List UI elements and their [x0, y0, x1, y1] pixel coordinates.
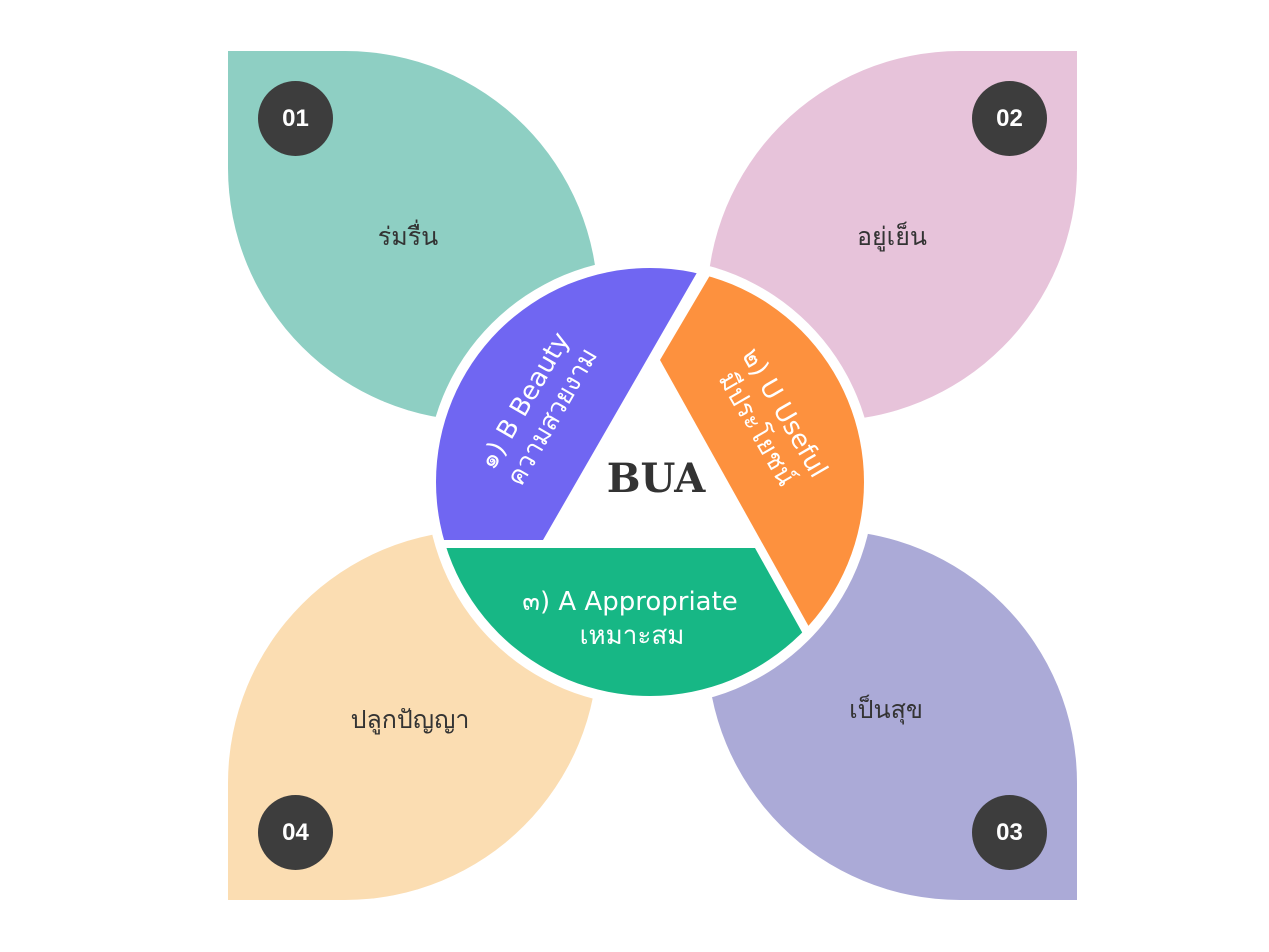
badge-03: 03 [972, 795, 1047, 870]
badge-02: 02 [972, 81, 1047, 156]
segment-appropriate-line1: ๓) A Appropriate [522, 587, 738, 617]
petal-label-03: เป็นสุข [849, 695, 923, 724]
petal-label-02: อยู่เย็น [857, 222, 927, 251]
petal-label-04: ปลูกปัญญา [350, 705, 470, 734]
badge-04: 04 [258, 795, 333, 870]
badge-01: 01 [258, 81, 333, 156]
petal-label-01: ร่มรื่น [377, 222, 439, 251]
segment-appropriate-line2: เหมาะสม [580, 621, 685, 651]
center-title: BUA [607, 455, 706, 502]
